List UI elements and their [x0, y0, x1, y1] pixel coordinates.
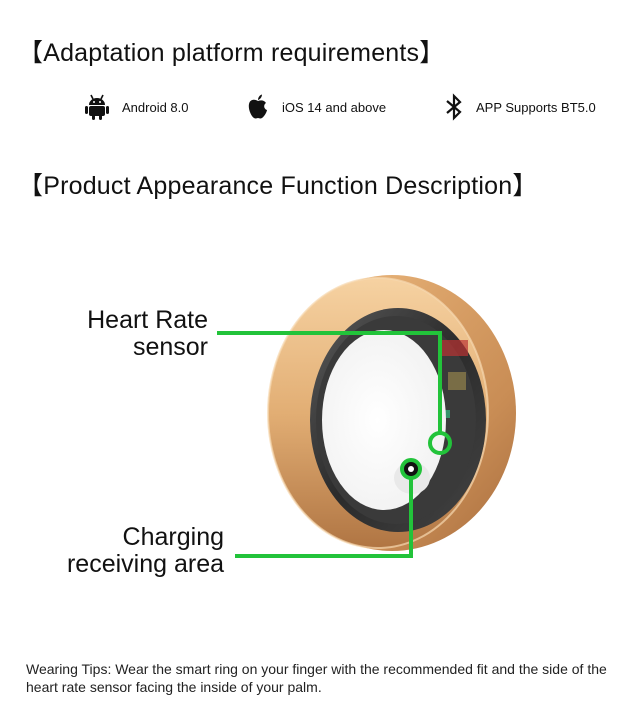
- android-label: Android 8.0: [122, 99, 189, 115]
- platform-android: Android 8.0: [84, 92, 189, 122]
- charging-area-marker: [394, 458, 430, 494]
- charging-label-line2: receiving area: [66, 550, 224, 578]
- ios-label: iOS 14 and above: [282, 99, 387, 115]
- charging-callout-line: [235, 479, 413, 558]
- heart-rate-sensor-label: Heart Rate sensor: [60, 307, 208, 361]
- appearance-heading: 【Product Appearance Function Description…: [18, 172, 538, 200]
- charging-label-line1: Charging: [122, 523, 224, 551]
- heart-rate-sensor-marker: [428, 431, 452, 455]
- platform-ios: iOS 14 and above: [246, 92, 386, 122]
- ring-band: [267, 275, 516, 551]
- apple-icon: [246, 93, 270, 121]
- heart-rate-label-line2: sensor: [132, 333, 208, 361]
- wearing-tips: Wearing Tips: Wear the smart ring on you…: [26, 661, 607, 695]
- platform-bluetooth: APP Supports BT5.0: [444, 92, 596, 122]
- android-icon: [84, 93, 110, 121]
- bluetooth-label: APP Supports BT5.0: [476, 99, 596, 115]
- heart-rate-callout-line: [217, 331, 442, 432]
- charging-area-label: Charging receiving area: [40, 524, 224, 578]
- platform-requirements-heading: 【Adaptation platform requirements】: [18, 39, 445, 67]
- heart-rate-label-line1: Heart Rate: [87, 306, 208, 334]
- bluetooth-icon: [444, 93, 464, 121]
